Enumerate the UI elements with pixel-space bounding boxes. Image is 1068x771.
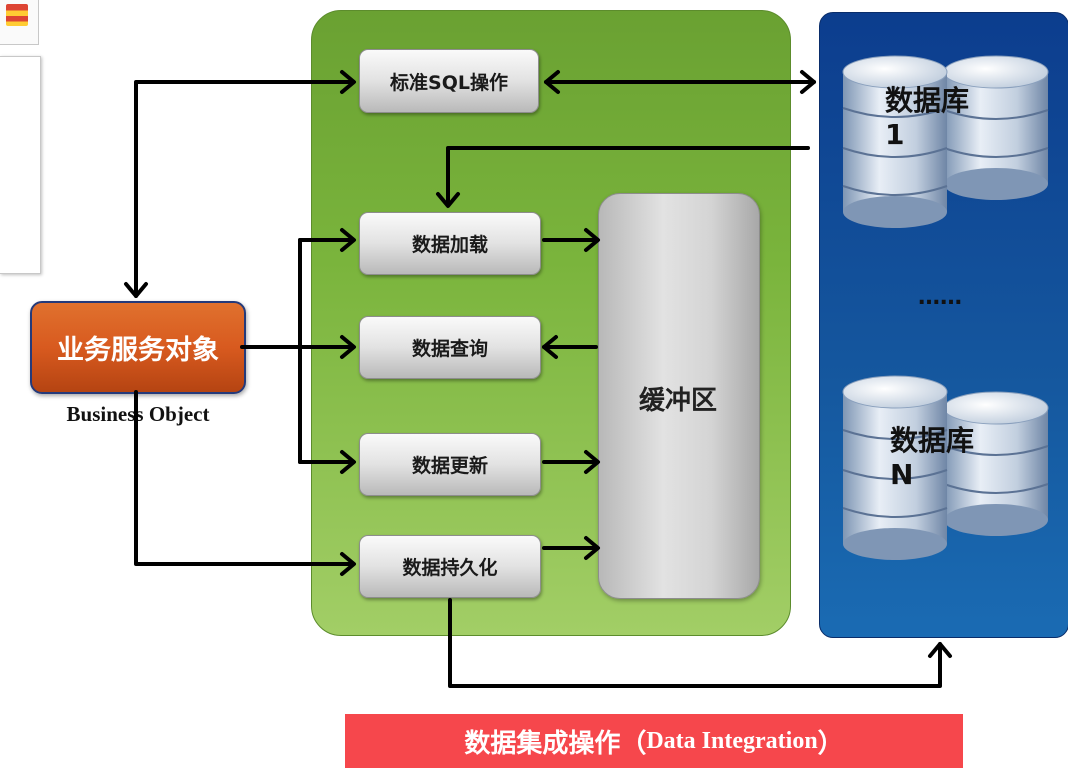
data-persist-button[interactable]: 数据持久化 [359, 535, 541, 598]
database-n-icon [842, 375, 1049, 560]
database-n-name: 数据库 [890, 424, 975, 457]
load-down-arrowhead [436, 192, 460, 208]
cropped-window-fragment [0, 0, 39, 45]
database-n-index: N [890, 458, 914, 491]
banner-en: Data Integration [646, 727, 818, 754]
update-arrowhead [340, 450, 356, 474]
db-n-up-arrowhead [928, 642, 952, 658]
banner-close-paren: ） [817, 728, 844, 759]
cropped-panel-fragment [0, 56, 41, 274]
database-1-name: 数据库 [885, 84, 970, 117]
banner-cn: 数据集成操作 [464, 728, 621, 759]
database-1-index: 1 [885, 118, 905, 151]
database-ellipsis: …… [918, 285, 962, 310]
load-arrowhead [340, 228, 356, 252]
query-arrowhead [340, 335, 356, 359]
sql-arrowhead [340, 70, 356, 94]
buffer-label: 缓冲区 [638, 386, 717, 416]
bo-to-sql-connector [134, 80, 354, 298]
database-1-icon [842, 55, 1049, 228]
bo-up-arrowhead [124, 282, 148, 298]
data-update-button[interactable]: 数据更新 [359, 433, 541, 496]
db-to-load-connector [446, 146, 810, 206]
banner-open-paren: （ [620, 728, 647, 759]
table-icon [6, 4, 28, 26]
db-right-arrowhead [800, 70, 816, 94]
buffer-box [598, 193, 760, 599]
bo-to-persist-connector [134, 390, 354, 566]
data-query-button[interactable]: 数据查询 [359, 316, 541, 379]
persist-to-db-connector [448, 598, 942, 688]
data-load-button[interactable]: 数据加载 [359, 212, 541, 275]
standard-sql-button[interactable]: 标准SQL操作 [359, 49, 539, 113]
sql-left-arrowhead [544, 70, 560, 94]
database-1-label: 数据库 1 [885, 84, 969, 152]
persist-arrowhead [340, 552, 356, 576]
integration-banner: 数据集成操作 （ Data Integration ） [345, 714, 963, 768]
database-n-label: 数据库 N [890, 424, 974, 492]
